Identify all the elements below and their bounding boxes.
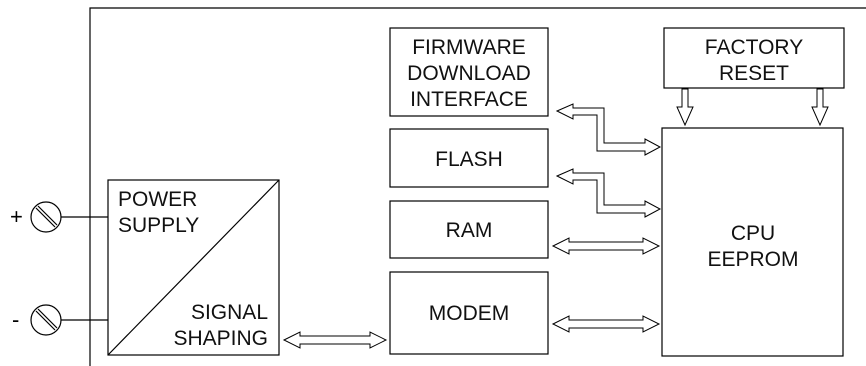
firmware-label-2: DOWNLOAD: [407, 62, 531, 85]
ram-label: RAM: [446, 219, 493, 242]
terminal-minus: -: [12, 304, 108, 336]
flash-cpu-arrow: [555, 168, 662, 218]
terminal-minus-sign: -: [12, 307, 19, 332]
factory-reset-label-1: FACTORY: [705, 36, 803, 59]
device-enclosure: [89, 7, 866, 366]
signal-shaping-label-2: SHAPING: [173, 327, 268, 350]
shaping-modem-arrow: [282, 331, 388, 349]
modem-label: MODEM: [429, 302, 510, 325]
cpu-label: CPU: [731, 222, 775, 245]
modem-block: MODEM: [389, 271, 549, 355]
firmware-cpu-arrow: [555, 103, 662, 156]
factory-reset-block: FACTORY RESET: [663, 27, 845, 89]
terminal-plus-sign: +: [10, 204, 23, 229]
flash-label: FLASH: [435, 148, 503, 171]
reset-arrow-right: [811, 88, 829, 127]
firmware-label-3: INTERFACE: [410, 88, 528, 111]
signal-shaping-label-1: SIGNAL: [191, 301, 268, 324]
cpu-eeprom-block: CPU EEPROM: [661, 127, 844, 357]
terminal-plus: +: [10, 201, 108, 233]
flash-block: FLASH: [389, 128, 549, 188]
eeprom-label: EEPROM: [707, 248, 798, 271]
firmware-label-1: FIRMWARE: [412, 36, 526, 59]
firmware-download-block: FIRMWARE DOWNLOAD INTERFACE: [389, 27, 549, 117]
power-supply-label-2: SUPPLY: [118, 214, 199, 237]
factory-reset-label-2: RESET: [719, 62, 789, 85]
modem-cpu-arrow: [551, 315, 661, 333]
power-supply-block: POWER SUPPLY SIGNAL SHAPING: [107, 179, 280, 356]
power-supply-label-1: POWER: [118, 188, 197, 211]
ram-cpu-arrow: [551, 237, 661, 255]
ram-block: RAM: [389, 200, 549, 259]
reset-arrow-left: [676, 88, 694, 127]
